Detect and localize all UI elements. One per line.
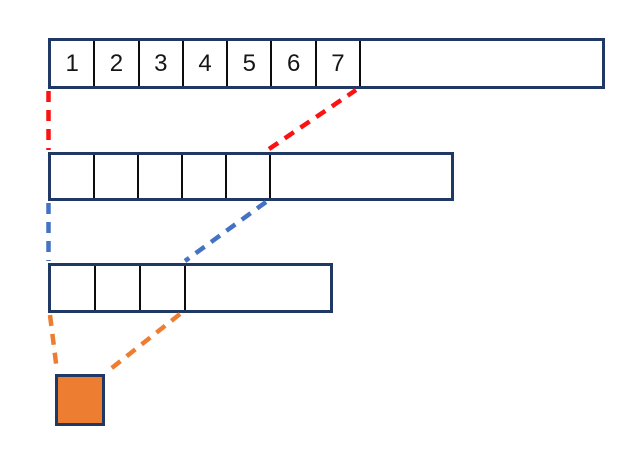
- array-1-remainder: [361, 41, 602, 86]
- array-2-remainder: [271, 155, 451, 198]
- orange-connector-right: [106, 312, 182, 373]
- array-2-cell-4: [183, 155, 227, 198]
- array-1-cell-3: 3: [140, 41, 184, 86]
- array-2-cell-1: [51, 155, 95, 198]
- array-2-cell-2: [95, 155, 139, 198]
- orange-connector-left: [47, 314, 60, 372]
- array-3-cell-1: [51, 266, 96, 310]
- array-2-cell-5: [227, 155, 271, 198]
- array-1-cell-2: 2: [95, 41, 140, 86]
- array-1-cell-1: 1: [51, 41, 96, 86]
- array-3-remainder: [186, 266, 330, 310]
- array-3-cell-2: [96, 266, 141, 310]
- red-connector-right: [267, 88, 358, 151]
- blue-connector-right: [183, 200, 268, 263]
- array-1-cell-6: 6: [272, 41, 317, 86]
- array-2-cell-3: [139, 155, 183, 198]
- array-row-1: 1 2 3 4 5 6 7: [48, 38, 605, 89]
- highlighted-cell: [55, 374, 105, 426]
- array-1-cell-5: 5: [228, 41, 273, 86]
- array-row-3: [48, 263, 333, 313]
- array-1-cell-7: 7: [317, 41, 362, 86]
- array-1-cell-4: 4: [184, 41, 229, 86]
- array-3-cell-3: [141, 266, 186, 310]
- array-row-2: [48, 152, 454, 201]
